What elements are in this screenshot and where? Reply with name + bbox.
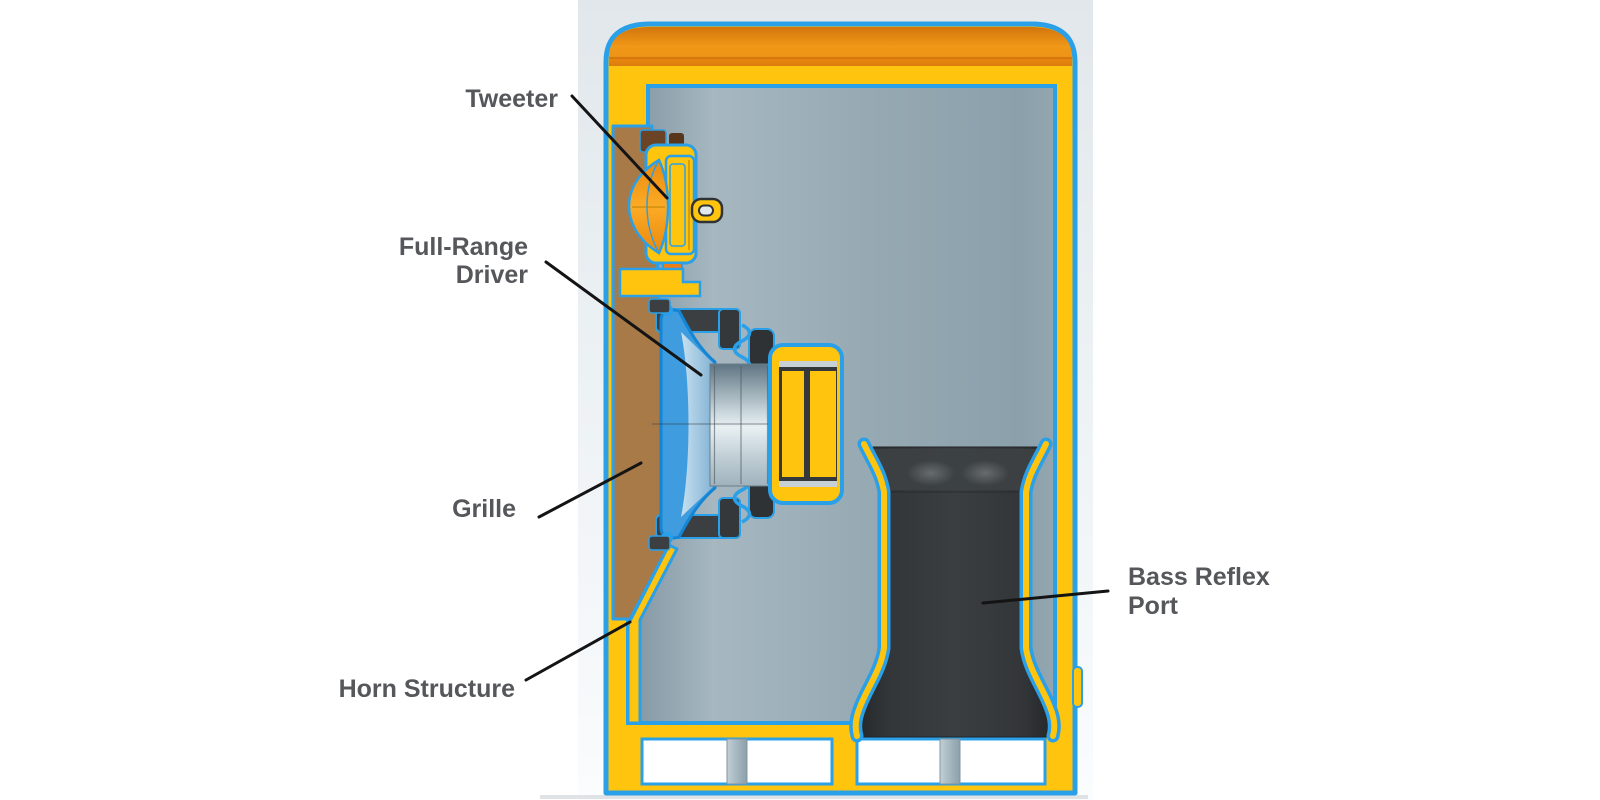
driver-magnet-slug-b xyxy=(810,371,836,477)
label-full-range-driver-line2: Driver xyxy=(456,261,529,289)
horn-structure-wall xyxy=(626,543,679,725)
grille-leader-line xyxy=(537,461,643,519)
port-highlight-2 xyxy=(961,460,1009,486)
driver-basket-bottom-vertical xyxy=(718,497,741,539)
tweeter-dome-inner-line xyxy=(646,159,660,254)
label-full-range-driver-line1: Full-Range xyxy=(399,233,528,261)
front-baffle-step xyxy=(626,84,648,130)
tweeter-assembly xyxy=(627,129,724,280)
tweeter-shelf xyxy=(618,267,702,298)
port-wall-left xyxy=(852,441,887,739)
label-grille: Grille xyxy=(452,495,516,523)
floor-shadow-line xyxy=(540,795,1088,799)
bass-reflex-port-leader-line xyxy=(981,589,1110,605)
label-horn-structure: Horn Structure xyxy=(339,675,516,703)
leader-lines xyxy=(524,94,1110,682)
driver-gasket-top xyxy=(648,298,671,314)
base-post-left xyxy=(726,738,748,785)
label-bass-reflex-port-line2: Port xyxy=(1128,592,1179,620)
label-bass-reflex-port-line1: Bass Reflex xyxy=(1128,563,1270,591)
tweeter-magnet-inner xyxy=(669,163,686,247)
tweeter-leader-line xyxy=(570,94,669,200)
bass-reflex-port-assembly xyxy=(849,437,1061,743)
tweeter-bracket-slot xyxy=(698,204,714,217)
base-post-right xyxy=(939,738,961,785)
top-cap xyxy=(609,27,1072,66)
driver-pole-seams xyxy=(713,366,769,484)
horn-structure-leader-line xyxy=(524,620,632,682)
right-wall-tab xyxy=(1072,666,1083,708)
port-wall-right xyxy=(1023,441,1058,739)
full-range-driver-leader-line xyxy=(544,260,703,377)
base-frame xyxy=(640,737,1047,786)
driver-magnet-plate-bottom xyxy=(779,481,837,487)
port-highlight-1 xyxy=(907,460,955,486)
driver-gasket-bottom xyxy=(648,535,671,551)
callout-labels: Tweeter Full-Range Driver Grille Horn St… xyxy=(339,85,1270,703)
driver-basket-top-vertical xyxy=(718,308,741,350)
driver-magnet-slug-a xyxy=(782,371,804,477)
port-top-flare xyxy=(870,449,1040,490)
label-tweeter: Tweeter xyxy=(465,85,558,113)
full-range-driver-assembly xyxy=(648,298,844,551)
driver-magnet-plate-top xyxy=(779,361,837,367)
